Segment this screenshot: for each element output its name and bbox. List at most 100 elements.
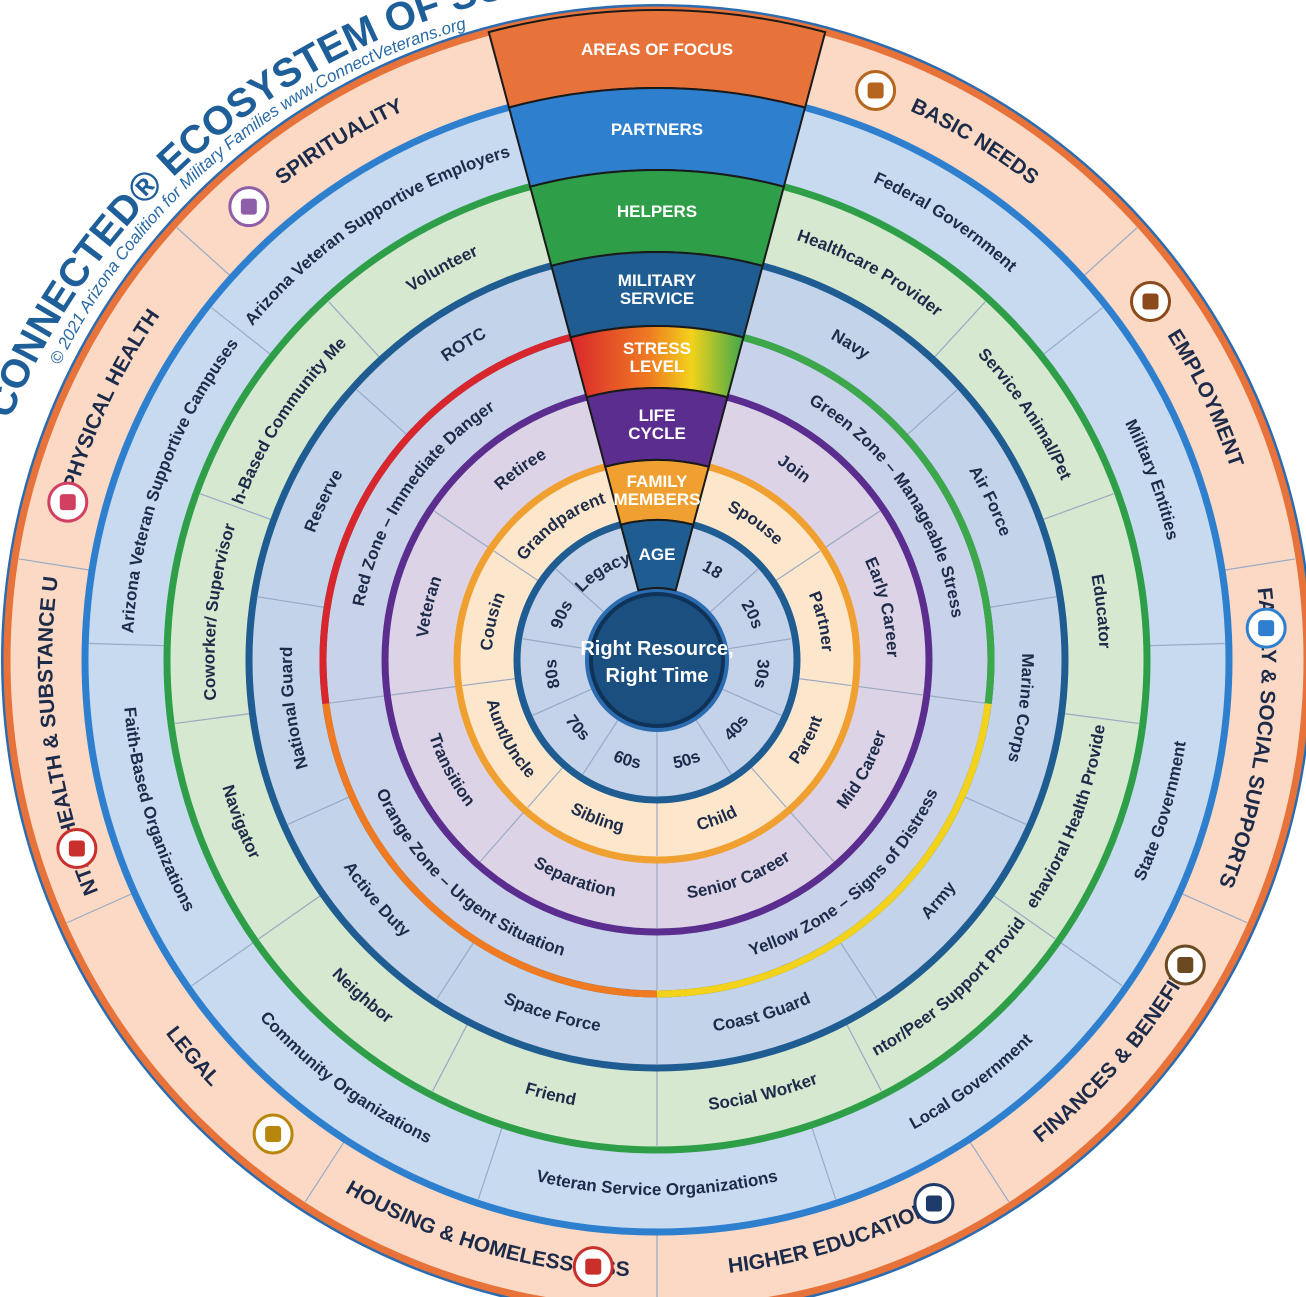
segment-divider <box>175 712 253 725</box>
segment-divider <box>1058 940 1123 987</box>
icon-glyph <box>1258 620 1275 637</box>
segment-divider <box>788 809 835 862</box>
segment-divider <box>391 685 459 696</box>
gavel-icon <box>252 1113 294 1155</box>
wedge-label: SERVICE <box>620 289 694 308</box>
icon-glyph <box>59 494 76 511</box>
segment-divider <box>968 1139 1010 1203</box>
segment-divider <box>1040 307 1103 357</box>
segment-divider <box>926 694 985 704</box>
segment-divider <box>356 389 410 437</box>
segment-divider <box>1179 892 1248 924</box>
wallet-icon <box>1164 944 1206 986</box>
wedge-label: PARTNERS <box>611 120 703 139</box>
segment-divider <box>932 301 986 360</box>
wedge-label: LEVEL <box>630 357 685 376</box>
wedge-label: HELPERS <box>617 202 697 221</box>
segment-divider <box>527 764 566 808</box>
segment-divider <box>728 638 792 650</box>
wedge-label: CYCLE <box>628 424 686 443</box>
stress-arc <box>656 703 992 998</box>
segment-divider <box>722 688 782 716</box>
icon-glyph <box>265 1126 282 1143</box>
center-line-1: Right Resource, <box>580 638 733 660</box>
wedge-label: AREAS OF FOCUS <box>581 40 733 59</box>
graduation-icon <box>913 1183 955 1225</box>
segment-divider <box>191 940 256 987</box>
segment-divider <box>1061 712 1139 725</box>
segment-label-path: 80s <box>541 659 564 691</box>
icon-glyph <box>925 1195 942 1212</box>
segment-divider <box>773 550 821 583</box>
ring-fill <box>516 520 797 800</box>
house-icon <box>572 1246 614 1288</box>
segment-divider <box>710 568 759 613</box>
segment-divider <box>329 694 388 704</box>
segment-divider <box>211 307 274 357</box>
segment-divider <box>257 596 328 609</box>
segment-divider <box>493 550 541 583</box>
segment-divider <box>582 720 619 775</box>
segment-divider <box>18 558 93 572</box>
center-line-2: Right Time <box>606 665 709 687</box>
segment-divider <box>462 677 519 687</box>
segment-divider <box>844 1021 882 1092</box>
wedge-label: STRESS <box>623 339 691 358</box>
stress-arc <box>319 334 572 705</box>
icon-glyph <box>1177 957 1194 973</box>
icon-glyph <box>68 840 85 857</box>
head-heart-icon <box>56 828 98 870</box>
segment-divider <box>855 685 923 696</box>
segment-label-age: 80s <box>541 659 564 691</box>
segment-divider <box>304 1139 346 1203</box>
segment-divider <box>695 720 732 775</box>
segment-divider <box>1081 227 1138 278</box>
segment-divider <box>1221 558 1296 572</box>
stress-band <box>319 334 995 998</box>
segment-divider <box>328 301 382 360</box>
wedge-layer: AREAS OF FOCUS PARTNERS HELPERS MILITARYSER… <box>487 9 827 592</box>
segment-divider <box>89 642 168 647</box>
icon-glyph <box>867 82 884 99</box>
segment-divider <box>287 795 353 825</box>
wedge-segment <box>619 519 695 592</box>
segment-divider <box>532 688 592 716</box>
heart-icon <box>47 481 89 523</box>
wedge-label: FAMILY <box>627 472 688 491</box>
segment-divider <box>986 596 1057 609</box>
helping-hands-icon <box>1245 607 1287 649</box>
icon-glyph <box>1142 293 1159 310</box>
wedge-label: MILITARY <box>618 271 697 290</box>
icon-glyph <box>585 1258 602 1275</box>
segment-divider <box>904 389 958 437</box>
segment-divider <box>436 939 476 1000</box>
candle-icon <box>228 186 270 228</box>
segment-divider <box>479 809 526 862</box>
segment-divider <box>433 510 492 550</box>
briefcase-icon <box>1130 280 1172 322</box>
segment-divider <box>822 510 881 550</box>
segment-divider <box>200 493 274 522</box>
segment-divider <box>990 893 1056 940</box>
stress-arc <box>322 703 658 998</box>
center-circle <box>589 592 725 728</box>
icon-layer <box>47 70 1287 1288</box>
segment-divider <box>1040 493 1114 522</box>
segment-divider <box>555 568 604 613</box>
stress-arc <box>742 334 995 705</box>
segment-divider <box>838 939 878 1000</box>
wedge-label: LIFE <box>639 406 676 425</box>
segment-divider <box>176 227 233 278</box>
segment-label-age: 30s <box>750 659 773 691</box>
wedge-label: MEMBERS <box>614 490 701 509</box>
segment-divider <box>1146 642 1225 647</box>
wedge-label: AGE <box>639 545 676 564</box>
icon-glyph <box>240 198 257 215</box>
segment-divider <box>477 1124 504 1200</box>
